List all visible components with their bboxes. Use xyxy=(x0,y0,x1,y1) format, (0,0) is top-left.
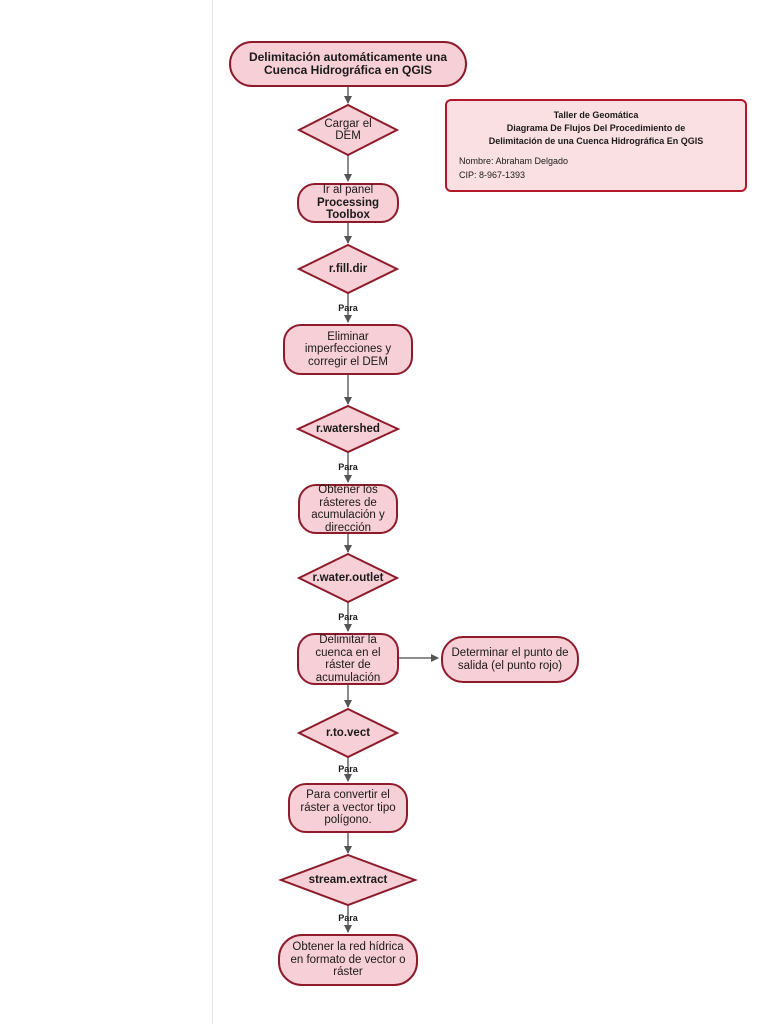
edge-label-5: Para xyxy=(338,913,358,923)
edge-label-1: Para xyxy=(338,303,358,313)
convert-node: Para convertir el ráster a vector tipo p… xyxy=(288,783,408,833)
info-title-line1: Taller de Geomática xyxy=(553,110,639,120)
delimit-node: Delimitar la cuenca en el ráster de acum… xyxy=(297,633,399,685)
rasters-text: Obtener los rásteres de acumulación y di… xyxy=(311,484,385,534)
info-author-cip: CIP: 8-967-1393 xyxy=(459,170,526,180)
outlet-point-text: Determinar el punto de salida (el punto … xyxy=(451,647,569,672)
delimit-text: Delimitar la cuenca en el ráster de acum… xyxy=(315,634,381,684)
network-text: Obtener la red hídrica en formato de vec… xyxy=(290,941,406,979)
panel-prefix-text: Ir al panel xyxy=(322,184,374,197)
watershed-decision: r.watershed xyxy=(295,404,401,454)
start-node: Delimitación automáticamente una Cuenca … xyxy=(229,41,467,87)
watershed-text: r.watershed xyxy=(316,422,380,435)
info-box: Taller de Geomática Diagrama De Flujos D… xyxy=(445,99,747,192)
water-outlet-text: r.water.outlet xyxy=(312,571,384,584)
edge-label-3: Para xyxy=(338,612,358,622)
outlet-point-node: Determinar el punto de salida (el punto … xyxy=(441,636,579,683)
panel-name-text: Processing Toolbox xyxy=(317,196,379,222)
to-vect-decision: r.to.vect xyxy=(296,707,400,759)
load-dem-text: Cargar el DEM xyxy=(324,117,372,143)
convert-text: Para convertir el ráster a vector tipo p… xyxy=(300,789,396,827)
info-title-line2: Diagrama De Flujos Del Procedimiento de xyxy=(506,123,686,133)
panel-node: Ir al panel Processing Toolbox xyxy=(297,183,399,223)
edge-label-4: Para xyxy=(338,764,358,774)
water-outlet-decision: r.water.outlet xyxy=(296,552,400,604)
page-boundary xyxy=(212,0,213,1024)
info-author-name: Nombre: Abraham Delgado xyxy=(459,156,569,166)
to-vect-text: r.to.vect xyxy=(325,726,371,739)
stream-extract-text: stream.extract xyxy=(308,873,388,886)
load-dem-decision: Cargar el DEM xyxy=(296,103,400,157)
fix-dem-text: Eliminar imperfecciones y corregir el DE… xyxy=(304,330,392,368)
info-title-line3: Delimitación de una Cuenca Hidrográfica … xyxy=(488,136,704,146)
stream-extract-decision: stream.extract xyxy=(278,853,418,907)
fill-dir-text: r.fill.dir xyxy=(328,262,368,275)
edge-label-2: Para xyxy=(338,462,358,472)
fix-dem-node: Eliminar imperfecciones y corregir el DE… xyxy=(283,324,413,375)
network-node: Obtener la red hídrica en formato de vec… xyxy=(278,934,418,986)
rasters-node: Obtener los rásteres de acumulación y di… xyxy=(298,484,398,534)
fill-dir-decision: r.fill.dir xyxy=(296,243,400,295)
start-node-text: Delimitación automáticamente una Cuenca … xyxy=(248,50,448,77)
